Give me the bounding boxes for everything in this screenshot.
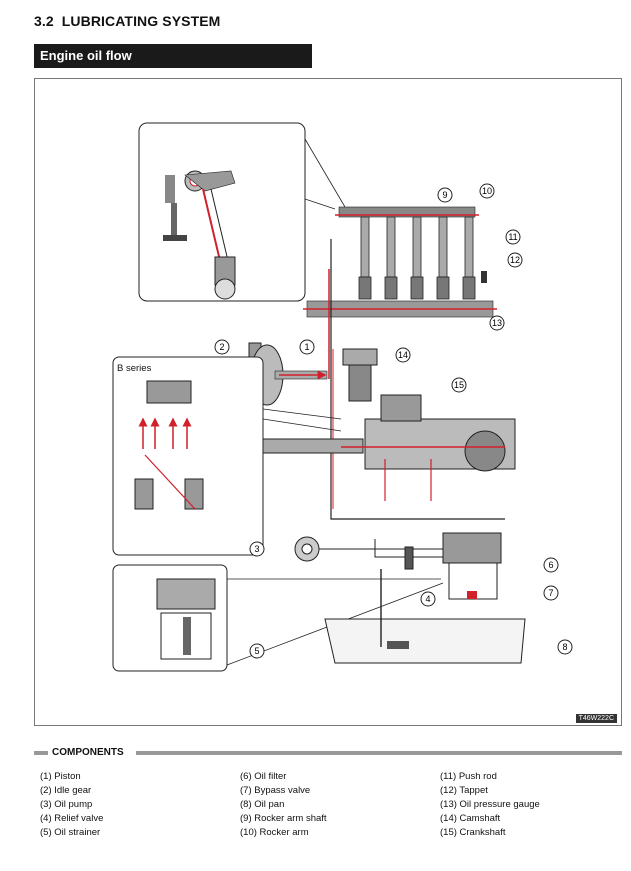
component-item: (7) Bypass valve [240, 785, 311, 796]
crank-assembly [242, 348, 516, 501]
components-column-1: (1) Piston (2) Idle gear (3) Oil pump (4… [40, 770, 103, 840]
figure-code: T46W222C [575, 714, 617, 723]
oil-filter [442, 532, 502, 600]
callout-5: 5 [254, 646, 259, 656]
oil-pump [294, 536, 455, 562]
callout-2: 2 [219, 342, 224, 352]
header-bar-right [136, 751, 622, 755]
callout-11: 11 [508, 232, 517, 242]
callout-8: 8 [562, 642, 567, 652]
oil-pan [324, 569, 526, 664]
callout-15: 15 [454, 380, 464, 390]
callout-3: 3 [254, 544, 259, 554]
component-item: (13) Oil pressure gauge [440, 799, 540, 810]
components-title: COMPONENTS [52, 747, 124, 758]
component-item: (2) Idle gear [40, 785, 92, 796]
callout-14: 14 [398, 350, 408, 360]
oil-filter-inset [112, 564, 444, 672]
callout-12: 12 [510, 255, 520, 265]
component-item: (12) Tappet [440, 785, 488, 796]
components-column-2: (6) Oil filter (7) Bypass valve (8) Oil … [240, 770, 327, 840]
relief-valve [404, 546, 414, 570]
rocker-detail-inset [138, 122, 346, 302]
diagram-svg: B series [112, 122, 573, 672]
callout-6: 6 [548, 560, 553, 570]
component-item: (14) Camshaft [440, 813, 501, 824]
component-item: (4) Relief valve [40, 813, 104, 824]
components-header: COMPONENTS [34, 746, 622, 760]
oil-gallery-lines [328, 239, 505, 558]
callout-9: 9 [442, 190, 447, 200]
valve-train [303, 206, 497, 318]
callout-10: 10 [482, 186, 492, 196]
callout-1: 1 [304, 342, 309, 352]
engine-oil-flow-banner: Engine oil flow [34, 44, 312, 68]
oil-flow-diagram: B series [34, 78, 622, 726]
section-number: 3.2 [34, 13, 54, 29]
callout-7: 7 [548, 588, 553, 598]
callouts: 1 2 3 4 5 6 7 8 9 10 11 12 13 14 15 [214, 183, 573, 659]
component-item: (5) Oil strainer [40, 827, 101, 838]
component-item: (15) Crankshaft [440, 827, 506, 838]
section-heading: LUBRICATING SYSTEM [61, 13, 221, 29]
component-item: (11) Push rod [440, 771, 497, 782]
component-item: (3) Oil pump [40, 799, 93, 810]
b-series-label: B series [117, 363, 152, 374]
component-item: (9) Rocker arm shaft [240, 813, 327, 824]
b-series-inset: B series [112, 356, 342, 556]
header-bar-left [34, 751, 48, 755]
component-item: (10) Rocker arm [240, 827, 309, 838]
callout-13: 13 [492, 318, 502, 328]
component-item: (6) Oil filter [240, 771, 287, 782]
components-column-3: (11) Push rod (12) Tappet (13) Oil press… [440, 770, 540, 840]
section-title: 3.2 LUBRICATING SYSTEM [34, 13, 220, 29]
callout-4: 4 [425, 594, 430, 604]
component-item: (1) Piston [40, 771, 81, 782]
component-item: (8) Oil pan [240, 799, 285, 810]
